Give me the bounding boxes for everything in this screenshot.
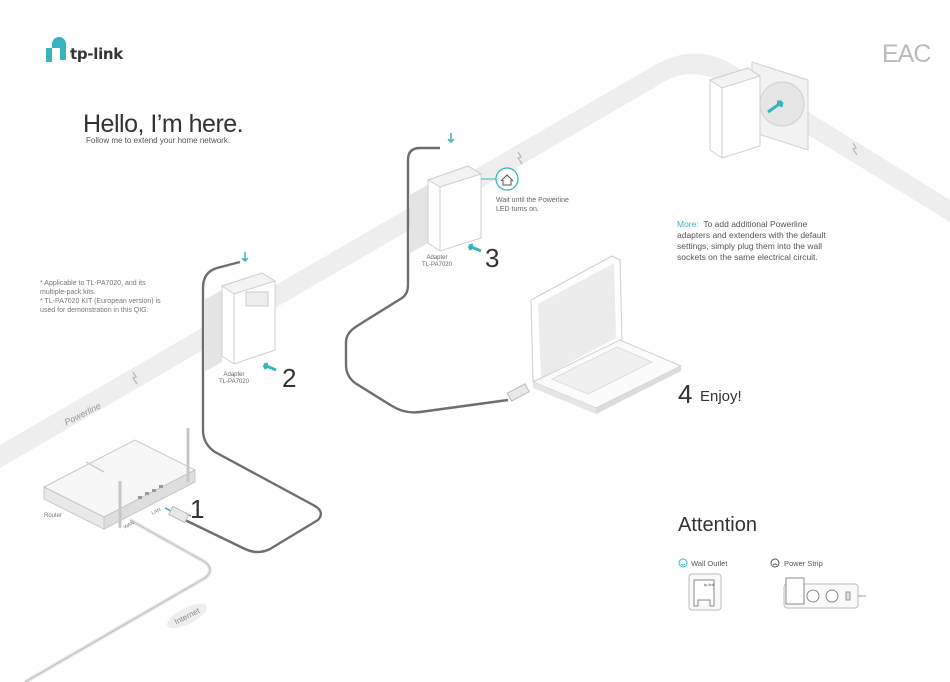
page-subtitle: Follow me to extend your home network.: [86, 136, 231, 145]
power-strip-caption: Power Strip: [784, 559, 823, 568]
step-3-number: 3: [485, 243, 500, 273]
attention-title: Attention: [678, 514, 757, 536]
laptop-graphic: [530, 255, 683, 414]
ethernet-cable: [184, 260, 323, 554]
eac-mark: EAC: [882, 40, 931, 68]
tplink-logo-icon: [41, 37, 66, 62]
extra-adapter-graphic: [708, 61, 809, 159]
frown-icon: [770, 558, 780, 568]
bolt-icon: [851, 142, 858, 156]
step-4-number: 4: [678, 379, 693, 409]
more-line: To add additional Powerline: [703, 219, 808, 229]
bolt-icon: [516, 151, 523, 165]
step-2-number: 2: [282, 363, 297, 393]
wall-outlet-caption: Wall Outlet: [691, 559, 728, 568]
router-graphic: [42, 428, 197, 530]
adapter-3-graphic: [410, 133, 519, 253]
device-label-line: Adapter: [426, 255, 448, 261]
device-label-line: Adapter: [223, 372, 245, 378]
brand-name: tp-link: [70, 45, 123, 63]
power-strip-graphic: [783, 577, 866, 609]
router-label: Router: [44, 513, 63, 519]
more-line: sockets on the same electrical circuit.: [677, 252, 818, 262]
adapter-2-graphic: [204, 252, 277, 372]
step-4-text: Enjoy!: [700, 388, 742, 405]
device-model-line: TL-PA7020: [422, 262, 452, 268]
wall-outlet-graphic: tp-link: [688, 573, 722, 611]
step-2-device-label: Adapter TL-PA7020: [214, 372, 254, 386]
internet-bubble: [167, 603, 207, 629]
more-line: settings, simply plug them into the wall: [677, 241, 823, 251]
step-3-hint: Wait until the Powerline LED turns on.: [496, 197, 569, 214]
ethernet-cable: [344, 146, 509, 414]
device-model-line: TL-PA7020: [219, 379, 249, 385]
hint-line: LED turns on.: [496, 205, 539, 213]
page-title: Hello, I’m here.: [83, 110, 244, 138]
bolt-icon: [131, 371, 138, 385]
more-line: adapters and extenders with the default: [677, 230, 826, 240]
hint-line: Wait until the Powerline: [496, 197, 569, 204]
smile-icon: [678, 558, 688, 568]
step-1-number: 1: [190, 494, 205, 524]
svg-text:tp-link: tp-link: [704, 582, 715, 587]
internet-cable: [23, 518, 212, 682]
more-prefix: More:: [677, 219, 699, 229]
note-applicable: * Applicable to TL-PA7020, and its multi…: [40, 280, 146, 296]
step-3-device-label: Adapter TL-PA7020: [417, 255, 457, 269]
note-european: * TL-PA7020 KIT (European version) is us…: [40, 298, 161, 314]
more-info: More: To add additional Powerline adapte…: [677, 219, 847, 263]
